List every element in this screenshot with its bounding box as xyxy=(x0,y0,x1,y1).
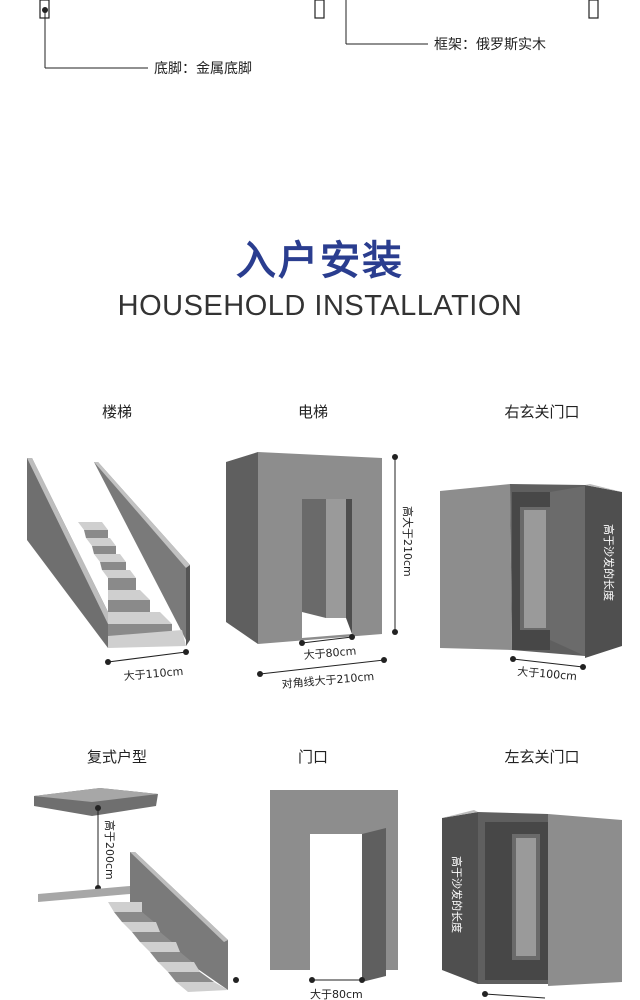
legend-base-label: 底脚：金属底脚 xyxy=(154,61,252,77)
duplex-illustration xyxy=(34,788,239,992)
right-entry-width-label: 大于100cm xyxy=(517,664,578,683)
doorway-illustration xyxy=(270,790,398,983)
caption-left-entry: 左玄关门口 xyxy=(504,748,580,766)
stairs-illustration xyxy=(27,458,190,665)
elevator-height-label: 高大于210cm xyxy=(401,506,415,577)
duplex-height-label: 高于200cm xyxy=(103,820,117,880)
left-entry-illustration xyxy=(442,810,622,999)
caption-doorway: 门口 xyxy=(297,748,328,766)
caption-stairs: 楼梯 xyxy=(101,403,132,421)
left-entry-length-label: 高于沙发的长度 xyxy=(450,856,464,933)
section-title-en: HOUSEHOLD INSTALLATION xyxy=(117,290,523,322)
stairs-width-label: 大于110cm xyxy=(123,664,184,683)
caption-right-entry: 右玄关门口 xyxy=(504,403,580,421)
elevator-illustration xyxy=(226,452,398,677)
elevator-door-width-label: 大于80cm xyxy=(303,643,357,662)
elevator-diagonal-label: 对角线大于210cm xyxy=(281,669,375,691)
legend-lines xyxy=(39,0,599,69)
doorway-width-label: 大于80cm xyxy=(310,987,363,1000)
right-entry-length-label: 高于沙发的长度 xyxy=(602,524,616,601)
legend-frame-label: 框架：俄罗斯实木 xyxy=(434,37,546,53)
right-entry-illustration xyxy=(440,484,622,670)
caption-duplex: 复式户型 xyxy=(86,748,147,766)
section-title-cn: 入户安装 xyxy=(236,238,404,284)
caption-elevator: 电梯 xyxy=(297,403,328,421)
